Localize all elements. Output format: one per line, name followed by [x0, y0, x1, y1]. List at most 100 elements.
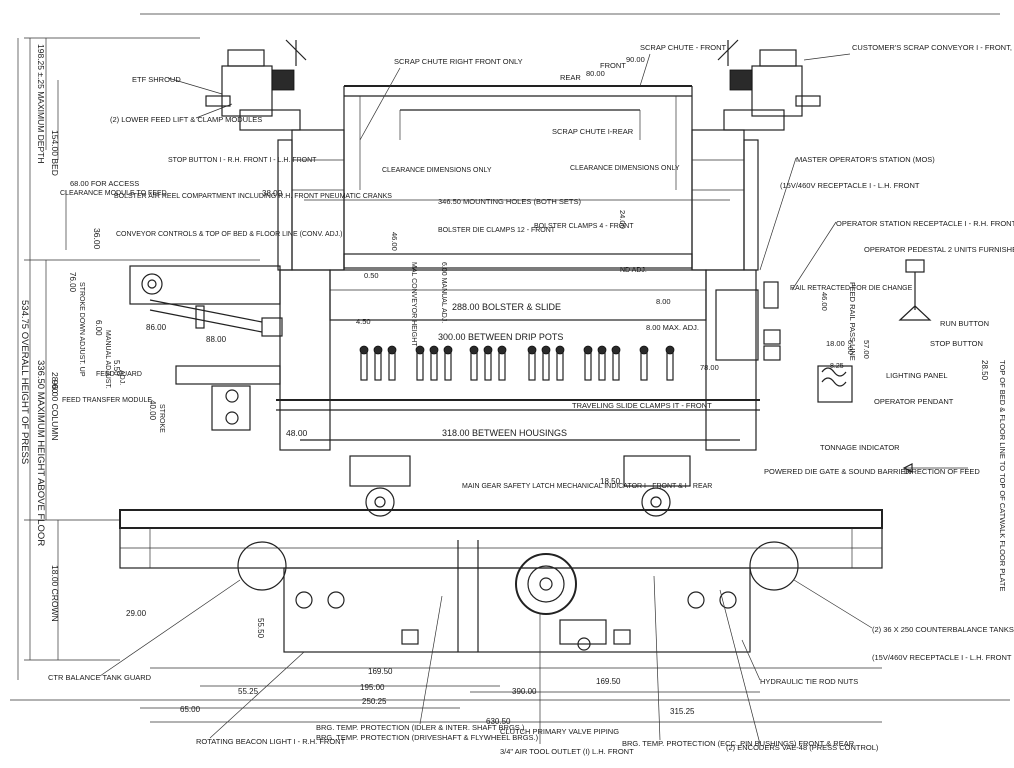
dim-88: 88.00: [206, 335, 227, 344]
direction-of-feed: DIRECTION OF FEED: [904, 467, 980, 476]
dim-29: 29.00: [126, 609, 147, 618]
dim-169-5-right: 169.50: [596, 677, 621, 686]
dim-8-max: 8.00 MAX. ADJ.: [646, 323, 699, 332]
slide-cylinder: [584, 349, 592, 381]
front-label: FRONT: [600, 61, 626, 70]
dim-36: 36.00: [92, 228, 102, 250]
dim-18: 18.00: [826, 339, 845, 348]
manual-adj: 6.00 MANUAL ADJ.: [440, 262, 447, 323]
dim-55-5: 55.50: [256, 618, 265, 639]
dim-18-5: 18.50: [600, 477, 621, 486]
cylinder-cap: [527, 345, 537, 355]
slide-cylinder: [416, 349, 424, 381]
dim-6: 6.00: [94, 320, 103, 336]
stroke-callout: STROKE: [158, 404, 165, 433]
slide-cylinder: [484, 349, 492, 381]
bolster-slide-dim: 288.00 BOLSTER & SLIDE: [452, 302, 561, 312]
dim-57: 57.00: [862, 340, 871, 359]
rotating-beacon: ROTATING BEACON LIGHT I - R.H. FRONT: [196, 737, 346, 746]
scrap-chute-front-only: SCRAP CHUTE RIGHT FRONT ONLY: [394, 57, 523, 66]
stop-button-callout: STOP BUTTON I - R.H. FRONT I - L.H. FRON…: [168, 157, 317, 164]
slide-cylinder: [430, 349, 438, 381]
brg-temp-idler: BRG. TEMP. PROTECTION (IDLER & INTER. SH…: [316, 723, 525, 732]
max-depth-dim: 198.25 ±.25 MAXIMUM DEPTH: [36, 44, 46, 163]
slide-cylinder: [388, 349, 396, 381]
customer-scrap-conveyor: CUSTOMER'S SCRAP CONVEYOR I - FRONT, I -…: [852, 43, 1014, 52]
dim-46-right: 46.00: [820, 292, 829, 311]
slide-cylinder: [666, 349, 674, 381]
column-dim: 96.00 COLUMN: [50, 380, 60, 440]
receptacle-front: (15V/460V RECEPTACLE I - L.H. FRONT: [780, 181, 920, 190]
feed-transfer-callout: FEED TRANSFER MODULE: [62, 397, 152, 404]
dim-195: 195.00: [360, 683, 385, 692]
dim-169-5-left: 169.50: [368, 667, 393, 676]
operator-pedestal: OPERATOR PEDESTAL 2 UNITS FURNISHED: [864, 245, 1014, 254]
height-above-floor-dim: 336.50 MAXIMUM HEIGHT ABOVE FLOOR: [35, 360, 46, 546]
dim-86: 86.00: [146, 323, 167, 332]
cylinder-cap: [611, 345, 621, 355]
clutch-valve-piping: CLUTCH PRIMARY VALVE PIPING: [500, 727, 619, 736]
dim-46-vert: 46.00: [390, 232, 399, 251]
encoders-callout: (2) ENCODERS VAE-48 (PRESS CONTROL): [726, 743, 879, 752]
rail-retracted: RAIL RETRACTED FOR DIE CHANGE: [790, 285, 913, 292]
main-gear-latch: MAIN GEAR SAFETY LATCH MECHANICAL INDICA…: [462, 483, 712, 490]
dim-55-25: 55.25: [238, 687, 259, 696]
between-housings-dim: 318.00 BETWEEN HOUSINGS: [442, 428, 567, 438]
dim-38: 38.00: [262, 189, 283, 198]
counterbalance-tanks-callout: (2) 36 X 250 COUNTERBALANCE TANKS: [872, 625, 1014, 634]
cylinder-cap: [359, 345, 369, 355]
feed-rail-pass-line: FEED RAIL PASS LINE: [848, 282, 857, 361]
air-tool-outlet: 3/4" AIR TOOL OUTLET (I) L.H. FRONT: [500, 747, 634, 756]
cylinder-cap: [443, 345, 453, 355]
dim-6-right: 6.00: [846, 340, 855, 355]
dim-8: 8.00: [656, 297, 671, 306]
receptacle-lower: (15V/460V RECEPTACLE I - L.H. FRONT: [872, 653, 1012, 662]
gear-housing: [349, 455, 691, 517]
lighting-panel: LIGHTING PANEL: [886, 371, 948, 380]
traveling-slide-clamps: TRAVELING SLIDE CLAMPS IT - FRONT: [572, 401, 712, 410]
cylinder-cap: [469, 345, 479, 355]
drip-pots-dim: 300.00 BETWEEN DRIP POTS: [438, 332, 563, 342]
cylinder-cap: [555, 345, 565, 355]
dim-80: 80.00: [586, 69, 605, 78]
dim-315-25: 315.25: [670, 707, 695, 716]
slide-cylinder: [640, 349, 648, 381]
overall-height-dim: 534.75 OVERALL HEIGHT OF PRESS: [19, 300, 30, 464]
powered-die-gate: POWERED DIE GATE & SOUND BARRIER: [764, 467, 912, 476]
stroke-down-callout: STROKE DOWN ADJUST. UP: [78, 282, 85, 377]
dim-90: 90.00: [626, 55, 645, 64]
feed-guard-callout: FEED GUARD: [96, 371, 142, 378]
dim-0-5: 0.50: [364, 271, 379, 280]
cylinder-cap: [639, 345, 649, 355]
adj-callout: ADJ.: [118, 370, 125, 385]
slide-cylinder: [598, 349, 606, 381]
scrap-chute-rear: SCRAP CHUTE I-REAR: [552, 127, 634, 136]
master-operator-station-box: [715, 281, 853, 403]
stop-button-right: STOP BUTTON: [930, 339, 983, 348]
bolster-die-clamps: BOLSTER DIE CLAMPS 12 - FRONT: [438, 227, 556, 234]
slide-cylinder: [542, 349, 550, 381]
top-of-catwalk: TOP OF BED & FLOOR LINE TO TOP OF CATWAL…: [998, 360, 1007, 591]
cylinder-cap: [497, 345, 507, 355]
slide-cylinder: [470, 349, 478, 381]
clearance-dimensions-right: CLEARANCE DIMENSIONS ONLY: [570, 165, 680, 172]
run-button: RUN BUTTON: [940, 319, 989, 328]
cylinder-cap: [373, 345, 383, 355]
operator-pedestal-graphic: [898, 259, 932, 321]
slide-cylinder: [556, 349, 564, 381]
slide-cylinder: [374, 349, 382, 381]
crown-lower: [283, 540, 751, 653]
dim-28: 28.00: [50, 372, 60, 394]
slide-cylinder: [360, 349, 368, 381]
bolster-clamps-4: BOLSTER CLAMPS 4 - FRONT: [534, 223, 634, 230]
cylinder-cap: [415, 345, 425, 355]
dim-4-5: 4.50: [356, 317, 371, 326]
dim-40: 40.00: [148, 400, 157, 421]
slide-cylinders: [359, 345, 675, 381]
dim-390: 390.00: [512, 687, 537, 696]
cylinder-cap: [387, 345, 397, 355]
cylinder-cap: [665, 345, 675, 355]
brg-temp-ecc: BRG. TEMP. PROTECTION (ECC. PIN BUSHINGS…: [622, 739, 855, 748]
counterbalance-tanks: [237, 541, 799, 591]
